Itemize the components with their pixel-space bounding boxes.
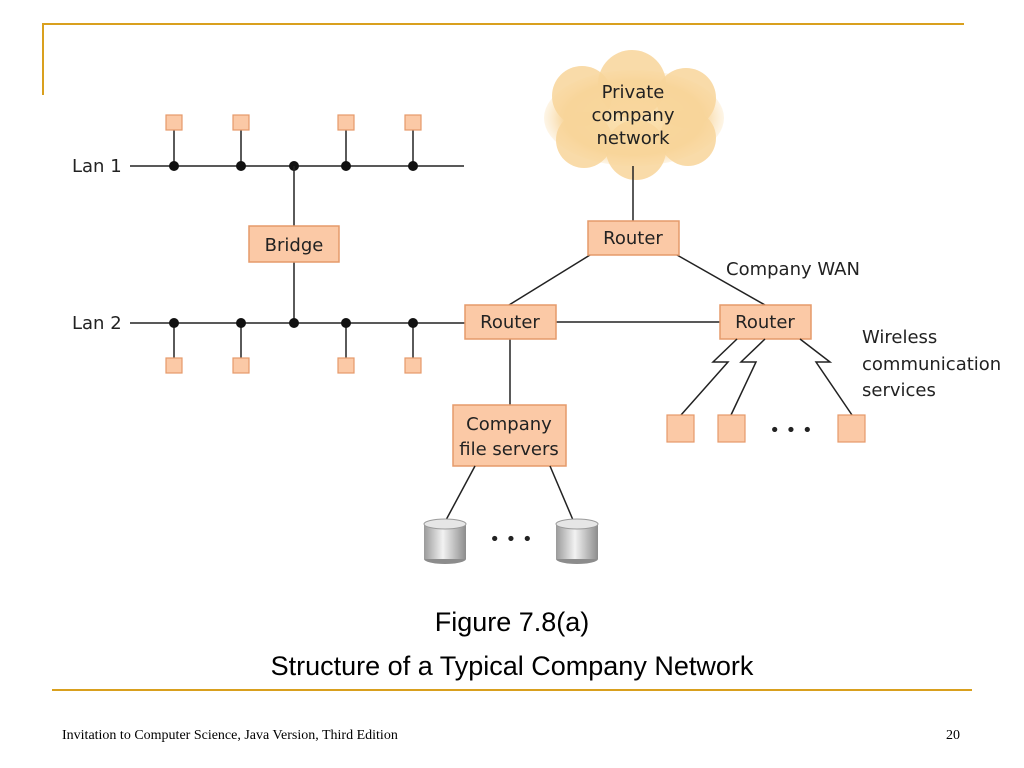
router-left: Router bbox=[464, 304, 557, 340]
wan-links bbox=[508, 254, 766, 405]
disk-link bbox=[549, 465, 574, 521]
lan2-bridge-junction bbox=[289, 318, 299, 328]
router-top: Router bbox=[587, 220, 680, 256]
router-left-label: Router bbox=[480, 312, 540, 333]
lan2-host bbox=[232, 318, 250, 374]
left-rule bbox=[42, 23, 44, 95]
bridge-label: Bridge bbox=[265, 235, 324, 256]
wireless-ellipsis: • • • bbox=[769, 420, 812, 441]
router-top-label: Router bbox=[603, 228, 663, 249]
lan1-host bbox=[404, 114, 422, 171]
lan1-host bbox=[232, 114, 250, 171]
lan1: Lan 1 bbox=[72, 114, 464, 177]
private-network-cloud: Private company network bbox=[544, 50, 724, 180]
bottom-rule bbox=[52, 689, 972, 691]
footer-book-title: Invitation to Computer Science, Java Ver… bbox=[62, 728, 398, 743]
bridge-box bbox=[248, 225, 340, 263]
figure-number: Figure 7.8(a) bbox=[434, 607, 590, 637]
lan1-host bbox=[337, 114, 355, 171]
lan2-host bbox=[337, 318, 355, 374]
cloud-line-3: network bbox=[596, 128, 670, 149]
lan1-host bbox=[165, 114, 183, 171]
wireless-line-2: communication bbox=[862, 354, 1001, 375]
lan2-host bbox=[404, 318, 422, 374]
cloud-line-2: company bbox=[592, 105, 675, 126]
disk-icon bbox=[423, 518, 467, 564]
disk-ellipsis: • • • bbox=[489, 529, 532, 550]
figure-caption: Structure of a Typical Company Network bbox=[270, 651, 754, 681]
lan2-label: Lan 2 bbox=[72, 313, 122, 334]
lan1-label: Lan 1 bbox=[72, 156, 122, 177]
disk-link bbox=[445, 465, 476, 521]
top-rule bbox=[42, 23, 964, 25]
wireless-device bbox=[717, 414, 746, 443]
wireless-device bbox=[837, 414, 866, 443]
wan-label: Company WAN bbox=[726, 259, 860, 280]
file-servers-line-2: file servers bbox=[459, 439, 559, 460]
cloud-line-1: Private bbox=[602, 82, 665, 103]
file-servers-line-1: Company bbox=[466, 414, 552, 435]
wireless-device bbox=[666, 414, 695, 443]
router-right-label: Router bbox=[735, 312, 795, 333]
wireless-links bbox=[680, 338, 853, 416]
file-servers: Company file servers bbox=[452, 404, 567, 467]
wireless-line-3: services bbox=[862, 380, 936, 401]
wireless-line-1: Wireless bbox=[862, 327, 937, 348]
disk-icon bbox=[555, 518, 599, 564]
router-right: Router bbox=[719, 304, 812, 340]
network-diagram: Lan 1 bbox=[72, 50, 1001, 564]
lan2: Lan 2 bbox=[72, 313, 466, 374]
footer-page-number: 20 bbox=[946, 728, 960, 743]
bridge: Bridge bbox=[248, 166, 340, 323]
lan2-host bbox=[165, 318, 183, 374]
